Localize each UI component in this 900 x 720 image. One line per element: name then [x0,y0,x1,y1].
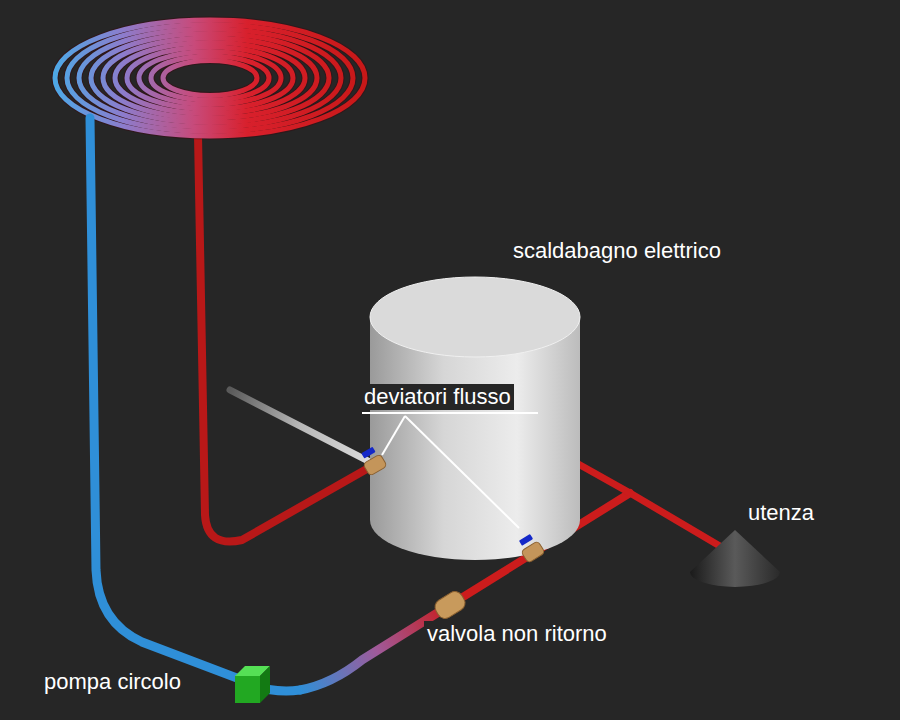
cold-inlet-pipe [230,390,372,463]
solar-coil [55,20,365,136]
diverter-valve [358,445,387,476]
diverter-valve [516,532,546,563]
pump-label: pompa circolo [44,669,181,695]
outlet-label: utenza [748,500,814,526]
solar-coil-shadow [55,20,365,136]
check-valve [432,589,468,622]
water-heater-top [370,277,580,357]
hot-pipe [198,135,372,542]
check-valve-label: valvola non ritorno [424,621,610,647]
return-pipe [300,605,450,690]
leader-lines [362,413,538,528]
heater-label: scaldabagno elettrico [513,238,721,264]
outlet-cone [690,530,780,587]
valve-group-label: deviatori flusso [361,384,514,410]
circulation-pump [235,666,270,703]
cold-pipe [90,118,300,691]
